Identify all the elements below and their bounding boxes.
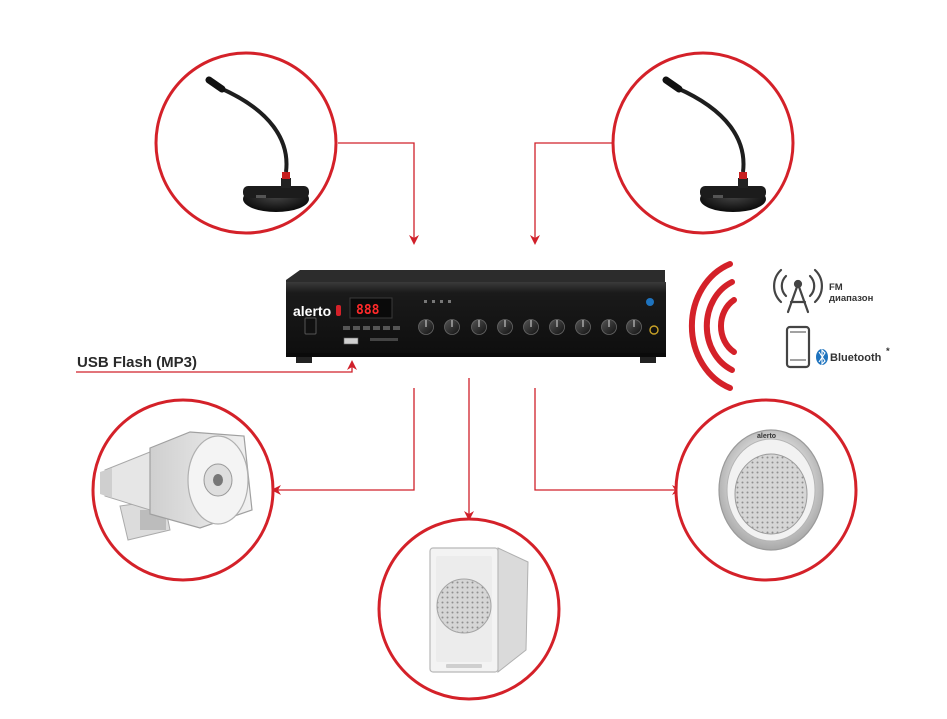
- knob: [549, 319, 565, 335]
- knob: [444, 319, 460, 335]
- mic-left-device: [154, 51, 338, 235]
- fm-label: FM: [829, 282, 843, 293]
- bluetooth-label: Bluetooth: [830, 352, 882, 364]
- usb-flash-label: USB Flash (MP3): [77, 354, 197, 371]
- amplifier-device: 888: [286, 270, 666, 363]
- knob: [418, 319, 434, 335]
- radio-tower-icon: [773, 268, 823, 314]
- headphone-jack: [649, 325, 659, 335]
- smartphone-icon: [785, 325, 811, 369]
- wall-speaker-icon: [429, 547, 529, 674]
- gooseneck-microphone-icon: [662, 76, 766, 212]
- mic-right-device: [611, 51, 795, 235]
- amplifier-front-panel: [286, 282, 666, 355]
- connector-mic-right-to-amp: [530, 142, 612, 245]
- gooseneck-microphone-icon: [205, 76, 309, 212]
- amplifier-brand-mark: [336, 305, 341, 316]
- mic-right-ring: [611, 51, 795, 235]
- fm-range-label: диапазон: [829, 293, 874, 304]
- knob: [575, 319, 591, 335]
- wireless-sources: FM диапазон Bluetooth *: [688, 261, 890, 391]
- amplifier-display: [349, 297, 393, 319]
- knob: [626, 319, 642, 335]
- indicator-leds: [424, 300, 451, 303]
- horn-speaker-icon: [100, 431, 253, 541]
- amp-bluetooth-icon: [646, 298, 654, 306]
- mic-left-ring: [154, 51, 338, 235]
- connection-lines: [76, 142, 682, 521]
- ceiling-speaker-brand: alerto: [757, 433, 776, 440]
- amplifier-knobs: [418, 319, 642, 335]
- connector-usb-to-amp: [76, 360, 357, 373]
- ceiling-speaker-device: alerto: [674, 398, 858, 582]
- amplifier-icon: 888: [286, 270, 666, 363]
- usb-port: [343, 337, 359, 345]
- amplifier-brand: alerto: [293, 303, 331, 319]
- ceiling-speaker-icon: alerto: [718, 429, 824, 551]
- power-switch: [304, 317, 317, 335]
- knob: [601, 319, 617, 335]
- bluetooth-trademark: *: [886, 346, 890, 357]
- knob: [497, 319, 513, 335]
- knob: [523, 319, 539, 335]
- signal-waves-icon: [688, 261, 737, 391]
- connector-mic-left-to-amp: [338, 142, 419, 245]
- knob: [471, 319, 487, 335]
- connector-amp-to-ceiling-speaker: [534, 388, 682, 495]
- horn-speaker-device: [91, 398, 275, 582]
- connector-amp-to-horn: [271, 388, 415, 495]
- amplifier-display-digits: 888: [356, 303, 380, 318]
- wall-speaker-device: [377, 517, 561, 701]
- amplifier-button-row: [343, 326, 400, 341]
- bluetooth-icon: [816, 348, 828, 366]
